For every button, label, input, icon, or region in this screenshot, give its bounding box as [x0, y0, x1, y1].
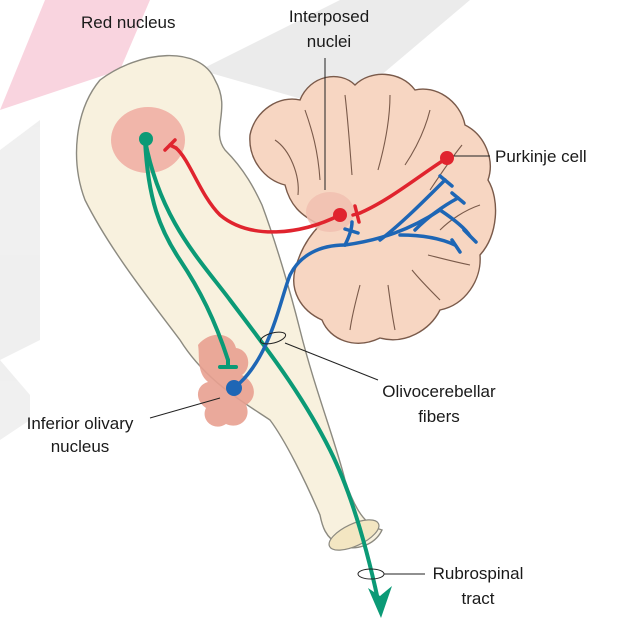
red-nucleus-label: Red nucleus: [81, 13, 176, 32]
inferior-olivary-label-line2: nucleus: [51, 437, 110, 456]
interposed-nuclei-label-line2: nuclei: [307, 32, 351, 51]
inferior-olive-cell: [226, 380, 242, 396]
purkinje-cell: [440, 151, 454, 165]
rubrospinal-label-line2: tract: [461, 589, 494, 608]
olivocerebellar-label-line2: fibers: [418, 407, 460, 426]
inferior-olivary-label-line1: Inferior olivary: [27, 414, 134, 433]
olivocerebellar-label-line1: Olivocerebellar: [382, 382, 496, 401]
purkinje-cell-label: Purkinje cell: [495, 147, 587, 166]
arrowhead-icon: [368, 586, 392, 618]
interposed-nuclei-label-line1: Interposed: [289, 7, 369, 26]
red-nucleus-cell: [139, 132, 153, 146]
rubrospinal-label-line1: Rubrospinal: [433, 564, 524, 583]
interposed-nucleus-cell: [333, 208, 347, 222]
